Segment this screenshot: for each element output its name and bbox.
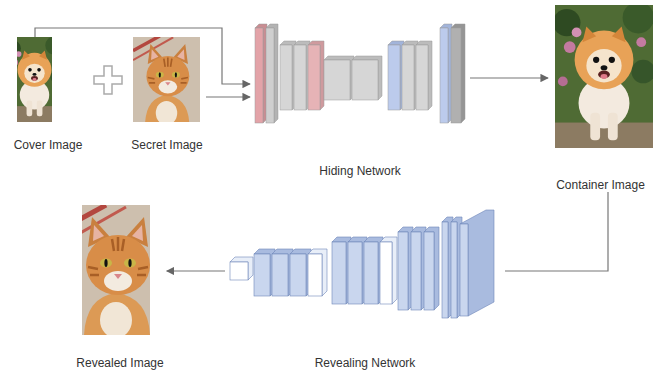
connector-arrow — [470, 77, 548, 78]
revealing-network-layers-part — [460, 224, 468, 316]
hiding-network-layers-part — [308, 41, 324, 110]
image-node: Revealed Image — [73, 205, 166, 370]
plus-sign — [94, 66, 122, 94]
revealing-network-layers-part — [332, 242, 346, 304]
revealing-network-layers-part — [272, 254, 288, 296]
container-photo — [553, 2, 655, 150]
revealing-network-layers-part — [230, 257, 253, 280]
revealing-network-layers-part — [424, 232, 434, 310]
revealing-network-layers-part — [380, 242, 392, 304]
revealing-network-layers-part — [348, 242, 362, 304]
hiding-network-layers-part — [324, 60, 350, 100]
secret-photo — [133, 36, 200, 125]
hiding-network-layers-part — [416, 45, 428, 110]
hiding-network-layers-part — [266, 28, 274, 123]
revealing-network-layers-part — [380, 237, 397, 304]
cover-photo — [5, 36, 64, 122]
revealing-network-layers-part — [411, 232, 421, 310]
hiding-network-layers-part — [388, 45, 400, 110]
node-caption: Revealing Network — [315, 356, 416, 370]
revealing-network-layers-part — [364, 242, 378, 304]
hiding-network-layers — [255, 24, 465, 123]
hiding-network-layers-part — [352, 60, 378, 100]
node-caption: Container Image — [556, 178, 645, 192]
hiding-network-layers-part — [451, 28, 461, 123]
hiding-network-layers-part — [280, 45, 292, 110]
revealed-photo — [66, 205, 166, 338]
node-caption: Cover Image — [14, 138, 83, 152]
hiding-network-layers-part — [324, 56, 354, 100]
revealing-network-layers-part — [442, 222, 448, 318]
hiding-network-layers-part — [440, 24, 452, 123]
connector-arrow — [505, 192, 608, 271]
revealing-network-layers-part — [398, 232, 408, 310]
hiding-network-layers-part — [402, 45, 414, 110]
hiding-network-layers-part — [388, 41, 404, 110]
revealing-network-layers-part — [254, 254, 270, 296]
revealing-network-layers-part — [230, 262, 248, 280]
hiding-network-layers-part — [255, 24, 267, 123]
hiding-network-layers-part — [294, 41, 310, 110]
revealing-network-layers-part — [424, 227, 439, 310]
hiding-network-layers-part — [280, 41, 296, 110]
hiding-network-layers-part — [416, 41, 432, 110]
hiding-network-layers-part — [451, 24, 465, 123]
image-node: Container Image — [548, 4, 653, 192]
image-node: Cover Image — [8, 37, 88, 152]
revealing-network-layers-part — [308, 249, 327, 296]
hiding-network-layers-part — [352, 56, 382, 100]
hiding-network-layers-part — [308, 45, 320, 110]
revealing-network-layers-part — [308, 254, 322, 296]
connector-arrow — [35, 28, 250, 84]
hiding-network-layers-part — [440, 28, 448, 123]
revealing-network-layers-part — [290, 254, 306, 296]
revealing-network-layers — [230, 210, 494, 318]
connector-arrow — [167, 270, 225, 271]
image-node: Secret Image — [128, 37, 206, 152]
revealing-network-layers-part — [460, 210, 494, 316]
hiding-network-layers-part — [402, 41, 418, 110]
node-caption: Hiding Network — [319, 164, 400, 178]
network-node: Hiding Network — [250, 18, 470, 178]
revealing-network-layers-part — [451, 222, 457, 318]
hiding-network-layers-part — [266, 24, 278, 123]
node-caption: Secret Image — [131, 138, 202, 152]
hiding-network-layers-part — [294, 45, 306, 110]
node-caption: Revealed Image — [76, 356, 163, 370]
connector-arrow — [206, 96, 250, 97]
hiding-network-layers-part — [255, 28, 263, 123]
network-node: Revealing Network — [225, 205, 505, 370]
